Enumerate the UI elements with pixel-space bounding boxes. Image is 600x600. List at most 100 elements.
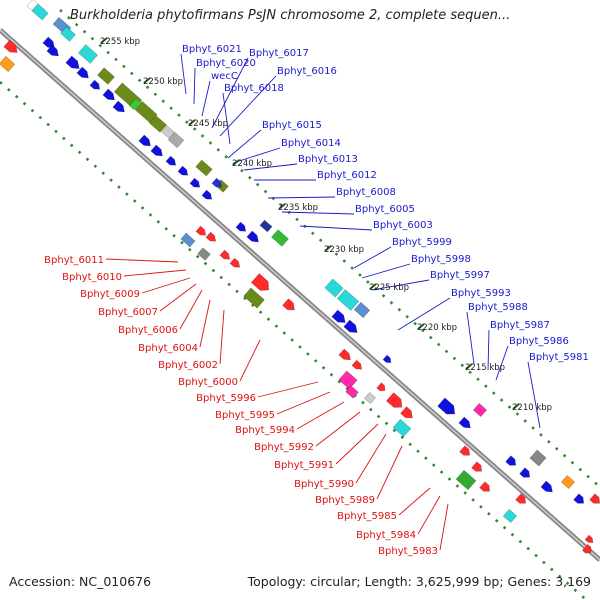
reverse-gene-label: Bphyt_6007 — [98, 307, 158, 318]
gene-arrow — [589, 493, 600, 504]
reverse-gene-label: Bphyt_6002 — [158, 360, 218, 371]
forward-label-leader — [201, 80, 211, 117]
forward-gene-label: Bphyt_5998 — [411, 254, 471, 265]
kbp-tick — [188, 119, 196, 126]
gene-arrow — [65, 55, 80, 69]
gene-arrow — [540, 480, 553, 493]
forward-gene-label: Bphyt_5993 — [451, 288, 511, 299]
reverse-gene-label: Bphyt_6004 — [138, 343, 198, 354]
forward-label-leader — [211, 57, 249, 129]
forward-gene-label: Bphyt_5986 — [509, 336, 569, 347]
gene-block — [455, 469, 477, 491]
reverse-label-leader — [179, 289, 203, 330]
forward-label-leader — [361, 263, 411, 279]
gene-arrow — [385, 392, 403, 408]
forward-label-lines — [180, 53, 541, 429]
gene-arrow — [189, 177, 201, 188]
reverse-gene-label: Bphyt_6011 — [44, 255, 104, 266]
gene-arrow — [138, 134, 151, 147]
kbp-tick — [465, 363, 473, 370]
gene-arrow — [201, 189, 213, 200]
gene-features — [0, 0, 600, 554]
reverse-gene-label: Bphyt_6000 — [178, 377, 238, 388]
gene-arrow — [515, 493, 527, 504]
gene-arrow — [165, 155, 177, 166]
chromosome-backbone-highlight — [0, 29, 600, 561]
gene-block — [324, 278, 344, 298]
forward-label-leader — [235, 147, 281, 163]
gene-arrow — [112, 100, 125, 113]
gene-block — [259, 219, 273, 233]
kbp-label: 2220 kbp — [417, 323, 457, 333]
gene-arrow — [150, 144, 163, 157]
gene-block — [167, 131, 185, 149]
gene-block — [195, 159, 213, 177]
reverse-label-leader — [257, 381, 319, 398]
forward-gene-label: Bphyt_5981 — [529, 352, 589, 363]
reverse-label-leader — [105, 258, 179, 263]
kbp-tick-marks — [100, 37, 520, 410]
gene-block — [243, 287, 265, 309]
gene-block — [0, 55, 16, 73]
reverse-label-leader — [199, 299, 211, 348]
kbp-tick — [100, 37, 108, 44]
reverse-label-leader — [417, 495, 441, 535]
gene-arrow — [46, 44, 59, 57]
gene-arrow — [519, 467, 531, 478]
gene-block — [271, 229, 289, 247]
reverse-gene-label: Bphyt_6009 — [80, 289, 140, 300]
gene-block — [97, 67, 115, 85]
kbp-tick — [143, 77, 151, 84]
forward-gene-label: Bphyt_6018 — [224, 83, 284, 94]
reverse-label-leader — [239, 339, 261, 382]
gene-arrow — [584, 534, 594, 543]
gene-arrow — [205, 231, 217, 242]
gene-block — [180, 232, 196, 248]
gene-arrow — [382, 354, 392, 363]
kbp-tick — [512, 403, 520, 410]
forward-label-leader — [243, 163, 298, 171]
gene-block — [363, 391, 377, 405]
reverse-label-leader — [376, 445, 403, 500]
accession-text: Accession: NC_010676 — [9, 574, 152, 589]
gene-block — [149, 115, 167, 133]
forward-label-leader — [299, 225, 373, 231]
forward-gene-label: Bphyt_6021 — [182, 44, 242, 55]
gene-arrow — [219, 249, 231, 260]
gene-block — [529, 449, 547, 467]
forward-gene-label: Bphyt_6012 — [317, 170, 377, 181]
reverse-label-leader — [276, 391, 331, 415]
gene-block — [336, 289, 360, 311]
kbp-tick — [417, 323, 425, 330]
inner-ruler-line — [0, 81, 589, 600]
reverse-label-leader — [315, 411, 361, 447]
gene-arrow — [573, 493, 585, 504]
gene-block — [31, 3, 49, 21]
gene-arrow — [211, 177, 223, 188]
kbp-label: 2210 kbp — [512, 403, 552, 413]
forward-gene-label: Bphyt_6005 — [355, 204, 415, 215]
forward-label-leader — [193, 67, 196, 105]
reverse-gene-label: Bphyt_5989 — [315, 495, 375, 506]
reverse-label-leader — [439, 503, 449, 551]
summary-text: Topology: circular; Length: 3,625,999 bp… — [247, 574, 591, 589]
gene-arrow — [458, 416, 471, 429]
forward-label-leader — [487, 329, 490, 371]
reverse-gene-label: Bphyt_6006 — [118, 325, 178, 336]
gene-block — [502, 508, 518, 524]
forward-label-leader — [397, 297, 451, 331]
gene-block — [338, 370, 358, 390]
gene-arrow — [177, 165, 189, 176]
gene-arrow — [400, 406, 413, 419]
gene-block — [353, 301, 371, 319]
forward-label-leader — [281, 211, 355, 215]
gene-arrow — [331, 309, 346, 323]
kbp-label: 2255 kbp — [100, 37, 140, 47]
forward-label-leader — [227, 129, 262, 159]
forward-label-leader — [180, 53, 187, 95]
forward-gene-label: Bphyt_6015 — [262, 120, 322, 131]
forward-label-leader — [267, 196, 336, 199]
gene-block — [345, 385, 359, 399]
reverse-gene-label: Bphyt_5984 — [356, 530, 416, 541]
